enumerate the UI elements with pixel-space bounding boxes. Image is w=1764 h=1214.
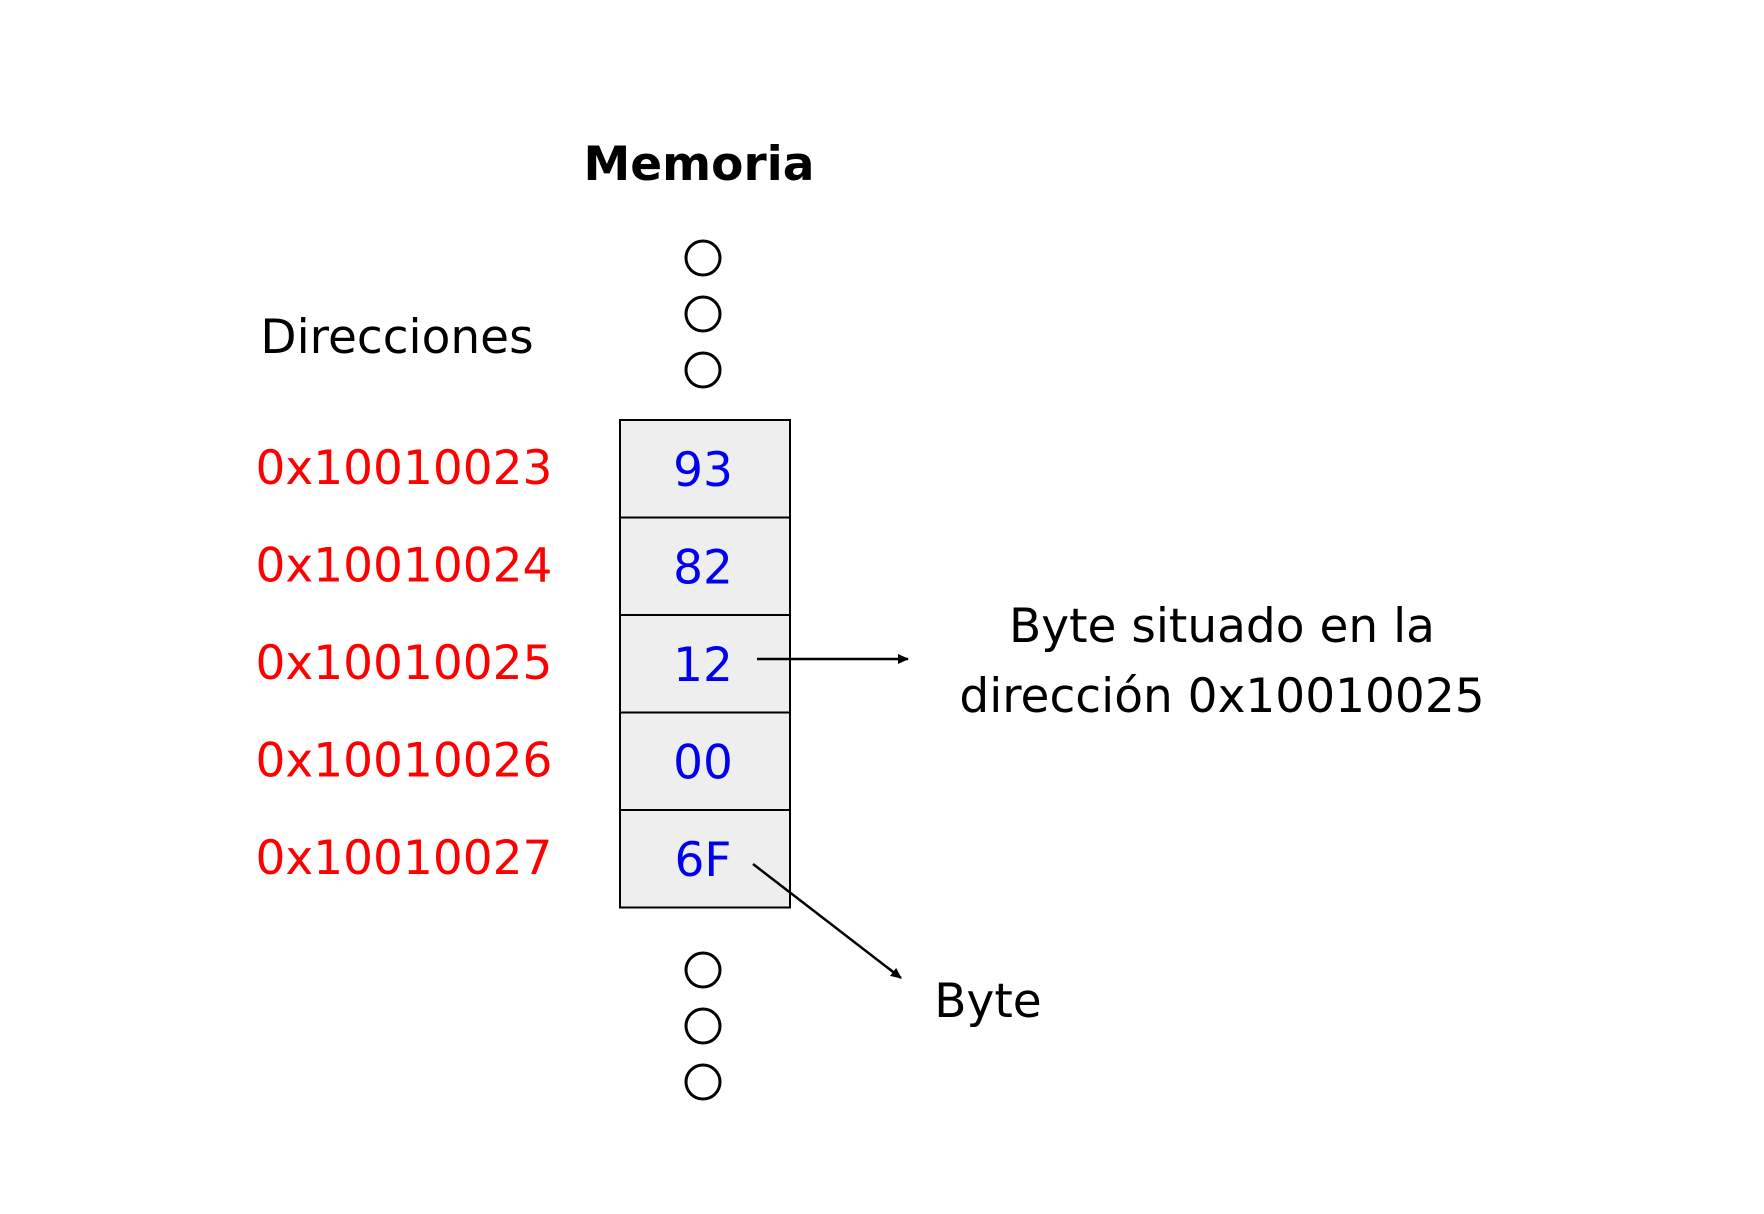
memory-cell — [619, 614, 791, 714]
ellipsis-dot — [684, 239, 722, 277]
memory-cell-value: 12 — [673, 638, 733, 693]
ellipsis-dot — [684, 1063, 722, 1101]
located-byte-label-line2: dirección 0x10010025 — [959, 669, 1484, 724]
ellipsis-dot — [684, 295, 722, 333]
memory-cell-value: 82 — [673, 540, 733, 595]
memory-cell-value: 93 — [673, 443, 733, 498]
memory-address: 0x10010023 — [256, 441, 553, 496]
diagram-title: Memoria — [584, 137, 815, 192]
addresses-heading: Direcciones — [260, 310, 533, 365]
located-byte-label-line1: Byte situado en la — [1009, 599, 1435, 654]
byte-label: Byte — [934, 974, 1041, 1029]
memory-cell-value: 00 — [673, 735, 733, 790]
memory-cell — [619, 809, 791, 909]
memory-cell — [619, 419, 791, 519]
memory-cells: 93 0x10010023 82 0x10010024 12 0x10010025 00 0x… — [256, 419, 791, 909]
memory-address: 0x10010024 — [256, 538, 553, 593]
memory-cell-value: 6F — [675, 833, 732, 888]
memory-address: 0x10010027 — [256, 831, 553, 886]
ellipsis-dot — [684, 951, 722, 989]
memory-address: 0x10010025 — [256, 636, 553, 691]
memory-cell — [619, 711, 791, 811]
byte-arrow — [752, 863, 902, 979]
memory-address: 0x10010026 — [256, 733, 553, 788]
ellipsis-bottom — [684, 951, 722, 1101]
ellipsis-dot — [684, 351, 722, 389]
memory-cell — [619, 516, 791, 616]
ellipsis-top — [684, 239, 722, 389]
ellipsis-dot — [684, 1007, 722, 1045]
